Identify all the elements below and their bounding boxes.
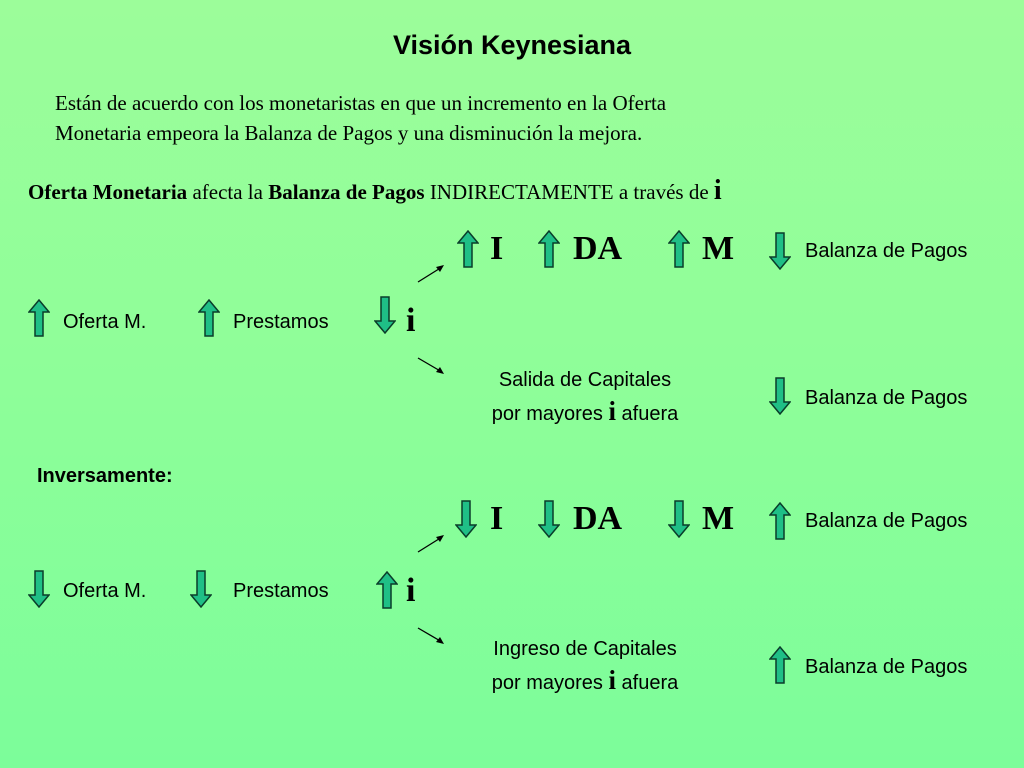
bottom-rate-label: i bbox=[406, 572, 416, 609]
bottom-capital-line-2a: por mayores bbox=[491, 672, 609, 694]
down-arrow-icon bbox=[668, 500, 690, 538]
up-arrow-icon bbox=[376, 571, 398, 609]
pointer-arrow-icon bbox=[415, 532, 447, 554]
top-oferta-label: Oferta M. bbox=[63, 311, 147, 333]
bottom-oferta-label: Oferta M. bbox=[63, 580, 147, 602]
top-capital-line-2: por mayores i afuera bbox=[445, 396, 725, 427]
up-arrow-icon bbox=[769, 646, 791, 684]
down-arrow-icon bbox=[374, 296, 396, 334]
down-arrow-icon bbox=[190, 570, 212, 608]
thesis-afecta: afecta la bbox=[187, 180, 269, 204]
up-arrow-icon bbox=[28, 299, 50, 337]
up-arrow-icon bbox=[538, 230, 560, 268]
thesis-rate: i bbox=[713, 175, 722, 206]
top-imports-label: M bbox=[702, 230, 735, 267]
down-arrow-icon bbox=[28, 570, 50, 608]
top-prestamos-label: Prestamos bbox=[233, 311, 329, 333]
intro-line-2: Monetaria empeora la Balanza de Pagos y … bbox=[55, 121, 643, 145]
bottom-investment-label: I bbox=[490, 500, 504, 537]
bottom-bp-label: Balanza de Pagos bbox=[805, 510, 968, 532]
bottom-capital-rate: i bbox=[608, 665, 616, 695]
top-da-label: DA bbox=[573, 230, 623, 267]
top-capital-line-2a: por mayores bbox=[491, 403, 609, 425]
thesis-balanza: Balanza de Pagos bbox=[268, 180, 425, 204]
bottom-prestamos-label: Prestamos bbox=[233, 580, 329, 602]
top-capital-text: Salida de Capitales por mayores i afuera bbox=[445, 369, 725, 427]
thesis-indirect: INDIRECTAMENTE a través de bbox=[424, 180, 714, 204]
top-bp2-label: Balanza de Pagos bbox=[805, 387, 968, 409]
top-capital-line-2b: afuera bbox=[615, 403, 679, 425]
page-title: Visión Keynesiana bbox=[392, 30, 632, 60]
bottom-capital-line-2b: afuera bbox=[615, 672, 679, 694]
up-arrow-icon bbox=[457, 230, 479, 268]
bottom-capital-line-1: Ingreso de Capitales bbox=[493, 638, 677, 660]
top-investment-label: I bbox=[490, 230, 504, 267]
top-rate-label: i bbox=[406, 302, 416, 339]
inversamente-label: Inversamente: bbox=[37, 465, 173, 487]
top-capital-line-1: Salida de Capitales bbox=[498, 369, 672, 391]
intro-line-1: Están de acuerdo con los monetaristas en… bbox=[55, 91, 667, 115]
down-arrow-icon bbox=[455, 500, 477, 538]
down-arrow-icon bbox=[769, 377, 791, 415]
bottom-capital-line-2: por mayores i afuera bbox=[445, 665, 725, 696]
down-arrow-icon bbox=[769, 232, 791, 270]
down-arrow-icon bbox=[538, 500, 560, 538]
bottom-bp2-label: Balanza de Pagos bbox=[805, 656, 968, 678]
pointer-arrow-icon bbox=[415, 355, 447, 377]
thesis-line: Oferta Monetaria afecta la Balanza de Pa… bbox=[28, 175, 722, 207]
top-bp-label: Balanza de Pagos bbox=[805, 240, 968, 262]
up-arrow-icon bbox=[668, 230, 690, 268]
up-arrow-icon bbox=[198, 299, 220, 337]
top-capital-rate: i bbox=[608, 396, 616, 426]
bottom-capital-text: Ingreso de Capitales por mayores i afuer… bbox=[445, 638, 725, 696]
bottom-imports-label: M bbox=[702, 500, 735, 537]
up-arrow-icon bbox=[769, 502, 791, 540]
thesis-oferta: Oferta Monetaria bbox=[28, 180, 188, 204]
bottom-da-label: DA bbox=[573, 500, 623, 537]
intro-text: Están de acuerdo con los monetaristas en… bbox=[55, 88, 955, 148]
pointer-arrow-icon bbox=[415, 262, 447, 284]
pointer-arrow-icon bbox=[415, 625, 447, 647]
